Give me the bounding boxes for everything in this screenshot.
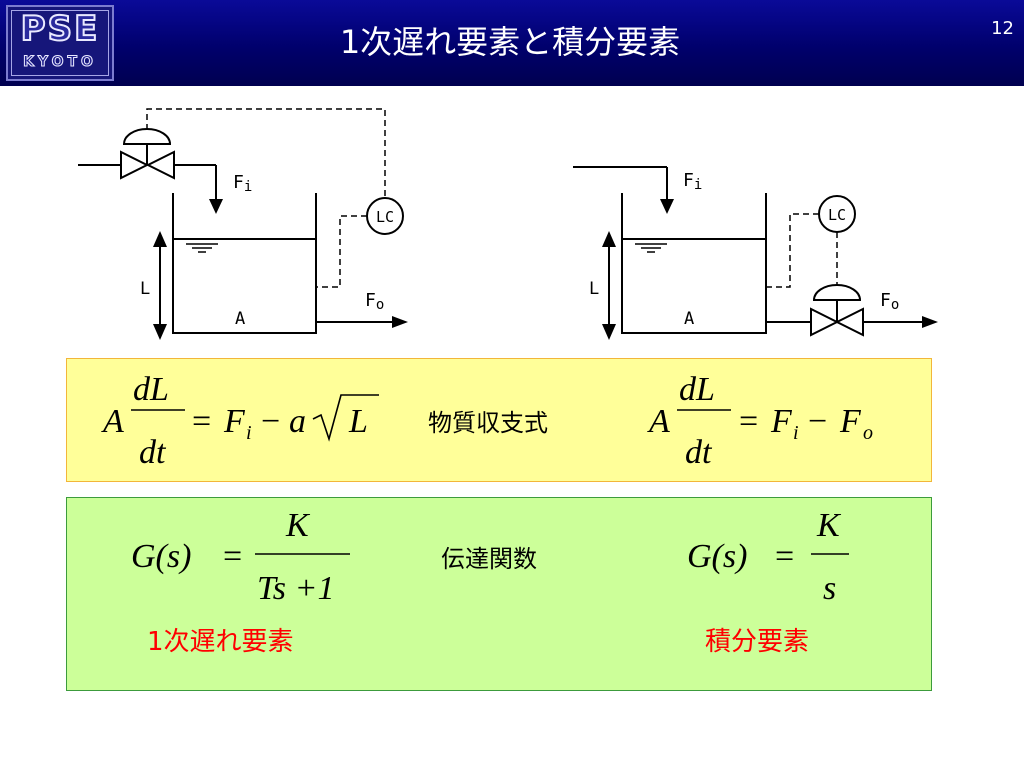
- svg-text:K: K: [816, 507, 842, 544]
- svg-text:s: s: [823, 570, 836, 607]
- area-label: A: [684, 309, 694, 329]
- tank: [621, 193, 767, 334]
- svg-text:a: a: [289, 403, 306, 440]
- outflow-label: Fo: [880, 290, 899, 313]
- transfer-function-box: G(s) = K Ts +1 伝達関数 G(s) = K s 1次遅れ要素 積分…: [66, 497, 932, 691]
- svg-text:i: i: [793, 422, 799, 444]
- title-bar: PSE KYOTO 1次遅れ要素と積分要素 12: [0, 0, 1024, 86]
- inflow-arrow: [660, 199, 674, 214]
- balance-equations: A dL dt = F i − a L 物質収支式 A dL dt = F i …: [101, 371, 873, 471]
- inflow-label: Fi: [233, 172, 252, 195]
- svg-text:F: F: [770, 403, 793, 440]
- tank: [172, 193, 317, 334]
- transfer-function-1: G(s) = K Ts +1: [131, 507, 350, 607]
- outflow-arrow: [922, 316, 938, 328]
- logo-text-sub: KYOTO: [23, 54, 97, 71]
- logo-frame: [11, 10, 109, 76]
- svg-text:dt: dt: [139, 434, 167, 471]
- tank-diagrams: LC Fi L A Fo: [78, 108, 938, 340]
- outlet-control-valve: [810, 284, 864, 337]
- first-order-lag-caption: 1次遅れ要素: [147, 627, 294, 657]
- svg-text:G(s): G(s): [131, 538, 191, 575]
- integral-element-caption: 積分要素: [705, 627, 810, 657]
- svg-text:K: K: [285, 507, 311, 544]
- svg-text:Ts +1: Ts +1: [257, 570, 334, 607]
- inflow-arrow: [209, 199, 223, 214]
- transfer-function-2: G(s) = K s: [687, 507, 849, 607]
- sqrt-sign: [312, 394, 379, 442]
- liquid-level-mark: [635, 243, 667, 253]
- svg-text:G(s): G(s): [687, 538, 747, 575]
- left-tank-system: LC Fi L A Fo: [78, 108, 408, 340]
- svg-text:dL: dL: [679, 371, 715, 408]
- transfer-function-label: 伝達関数: [441, 545, 537, 573]
- svg-text:=: =: [775, 538, 794, 575]
- logo-text-main: PSE: [20, 8, 100, 50]
- svg-text:−: −: [261, 403, 280, 440]
- area-label: A: [235, 309, 245, 329]
- pse-kyoto-logo: PSE KYOTO: [6, 5, 114, 81]
- svg-text:i: i: [246, 422, 252, 444]
- balance-equation-2: A dL dt = F i − F o: [647, 371, 873, 471]
- svg-text:F: F: [839, 403, 862, 440]
- svg-text:−: −: [808, 403, 827, 440]
- svg-text:o: o: [863, 422, 873, 444]
- outflow-arrow: [392, 316, 408, 328]
- svg-text:dL: dL: [133, 371, 169, 408]
- svg-text:dt: dt: [685, 434, 713, 471]
- page-number: 12: [991, 18, 1014, 39]
- inflow-label: Fi: [683, 170, 702, 193]
- mass-balance-box: A dL dt = F i − a L 物質収支式 A dL dt = F i …: [66, 358, 932, 482]
- svg-text:=: =: [223, 538, 242, 575]
- right-tank-system: LC Fi L A Fo: [573, 166, 938, 340]
- svg-text:A: A: [647, 403, 670, 440]
- inlet-control-valve: [120, 128, 175, 180]
- svg-text:=: =: [739, 403, 758, 440]
- svg-text:F: F: [223, 403, 246, 440]
- lc-label: LC: [828, 206, 846, 224]
- svg-text:L: L: [348, 403, 368, 440]
- svg-text:A: A: [101, 403, 124, 440]
- page-title: 1次遅れ要素と積分要素: [339, 23, 681, 61]
- mass-balance-label: 物質収支式: [428, 409, 548, 437]
- outflow-label: Fo: [365, 290, 384, 313]
- lc-label: LC: [376, 208, 394, 226]
- balance-equation-1: A dL dt = F i − a L: [101, 371, 379, 471]
- svg-text:=: =: [192, 403, 211, 440]
- transfer-function-equations: G(s) = K Ts +1 伝達関数 G(s) = K s: [131, 507, 849, 607]
- level-label: L: [140, 279, 150, 299]
- liquid-level-mark: [186, 243, 218, 253]
- level-label: L: [589, 279, 599, 299]
